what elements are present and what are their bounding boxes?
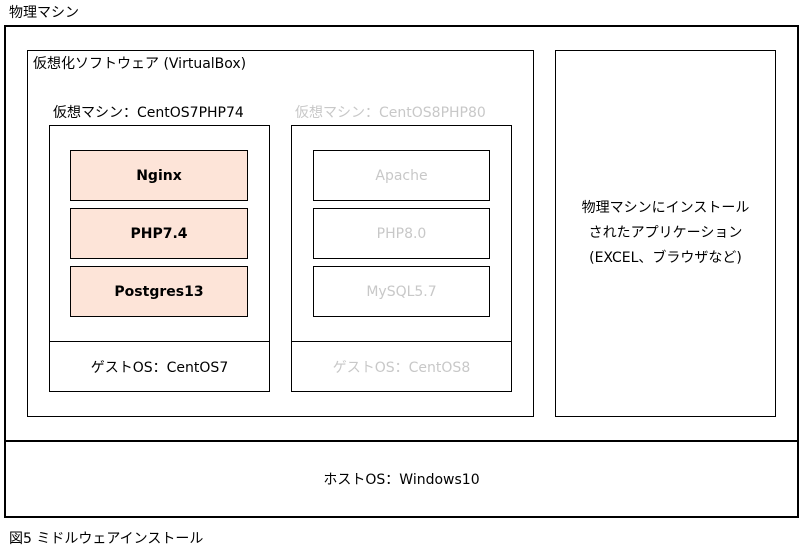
vm-inactive-divider — [291, 341, 512, 342]
virtualization-label: 仮想化ソフトウェア (VirtualBox) — [33, 56, 247, 72]
vm-active-guest-os: ゲストOS：CentOS7 — [90, 359, 229, 376]
middleware-php74: PHP7.4 — [70, 208, 248, 259]
middleware-postgres13: Postgres13 — [70, 266, 248, 317]
vm-inactive-label: 仮想マシン：CentOS8PHP80 — [295, 105, 486, 121]
physical-machine-label: 物理マシン — [9, 5, 79, 21]
applications-text: 物理マシンにインストール されたアプリケーション (EXCEL、ブラウザなど) — [555, 196, 776, 271]
host-os-label: ホストOS：Windows10 — [323, 472, 480, 488]
physical-machine-box — [4, 25, 799, 518]
middleware-apache: Apache — [313, 150, 490, 201]
vm-inactive-guest-os: ゲストOS：CentOS8 — [332, 359, 471, 376]
middleware-nginx: Nginx — [70, 150, 248, 201]
applications-box — [555, 50, 776, 417]
figure-caption: 図5 ミドルウェアインストール — [9, 531, 204, 547]
vm-active-label: 仮想マシン：CentOS7PHP74 — [53, 105, 244, 121]
applications-line-3: (EXCEL、ブラウザなど) — [589, 250, 742, 266]
applications-line-2: されたアプリケーション — [588, 225, 743, 241]
middleware-php80: PHP8.0 — [313, 208, 490, 259]
vm-active-divider — [49, 341, 270, 342]
middleware-mysql57: MySQL5.7 — [313, 266, 490, 317]
host-os-divider — [4, 440, 799, 442]
applications-line-1: 物理マシンにインストール — [581, 200, 750, 216]
